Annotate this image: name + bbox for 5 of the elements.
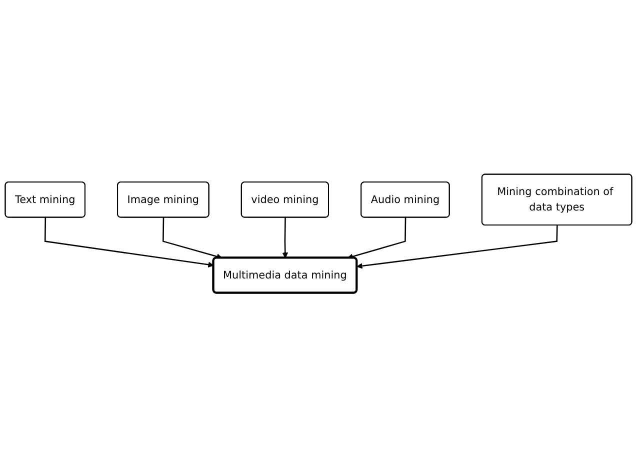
arrow [347, 217, 406, 259]
arrow [162, 217, 222, 259]
arrow [356, 224, 558, 268]
arrow [44, 217, 214, 267]
arrow [282, 217, 288, 258]
